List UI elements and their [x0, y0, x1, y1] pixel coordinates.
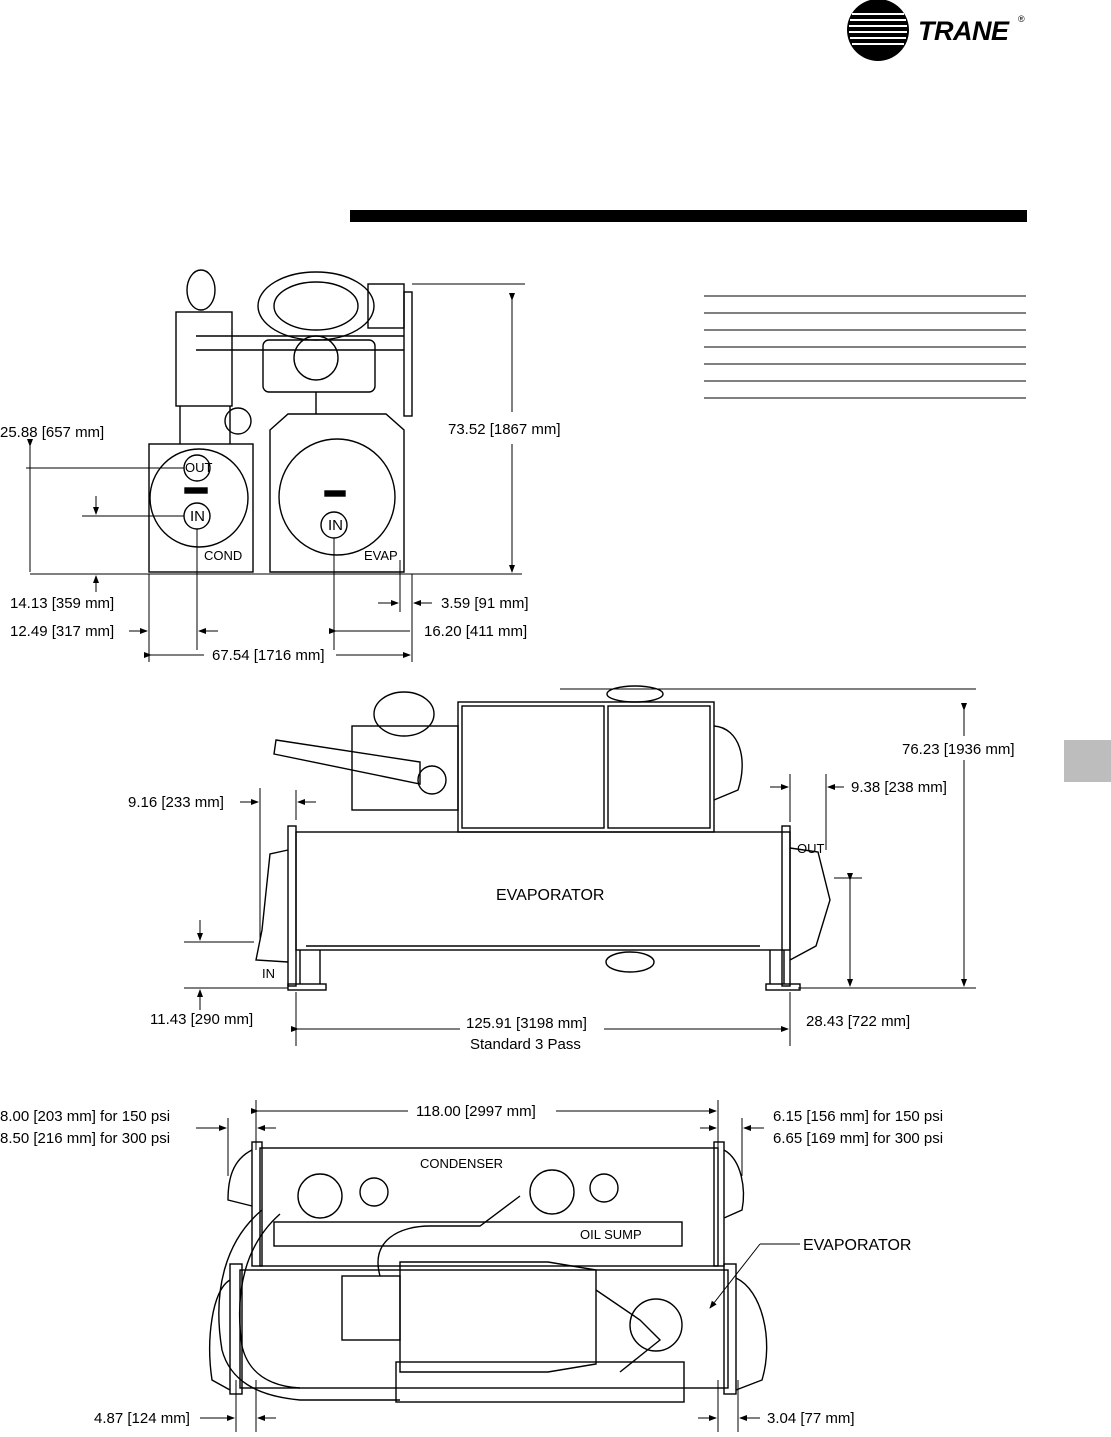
dim-top-right-150: 6.15 [156 mm] for 150 psi: [773, 1108, 943, 1125]
dim-side-right-offset: 9.38 [238 mm]: [851, 779, 947, 796]
label-cond-in: IN: [190, 508, 205, 525]
section-rule: [350, 210, 1027, 222]
dim-side-length: 125.91 [3198 mm]: [466, 1015, 587, 1032]
label-side-evaporator: EVAPORATOR: [496, 887, 604, 904]
dim-top-length: 118.00 [2997 mm]: [416, 1103, 536, 1120]
dim-cond-out-height: 25.88 [657 mm]: [0, 424, 104, 441]
dim-side-out-height: 28.43 [722 mm]: [806, 1013, 910, 1030]
dim-side-length-note: Standard 3 Pass: [470, 1036, 581, 1053]
dim-left-nozzle: 12.49 [317 mm]: [10, 623, 114, 640]
dim-top-right-300: 6.65 [169 mm] for 300 psi: [773, 1130, 943, 1147]
dim-side-height: 76.23 [1936 mm]: [902, 741, 1015, 758]
top-view: 118.00 [2997 mm] 8.00 [203 mm] for 150 p…: [0, 1100, 943, 1432]
label-top-evaporator: EVAPORATOR: [803, 1237, 911, 1254]
dim-top-left-150: 8.00 [203 mm] for 150 psi: [0, 1108, 170, 1125]
trane-logo-icon: [847, 0, 909, 61]
registered-mark: ®: [1018, 14, 1025, 24]
label-side-out: OUT: [797, 841, 825, 856]
dim-end-width: 67.54 [1716 mm]: [212, 647, 325, 664]
dim-side-left-offset: 9.16 [233 mm]: [128, 794, 224, 811]
evaporator-shell: [255, 825, 831, 991]
label-side-in: IN: [262, 966, 275, 981]
blank-table-lines: [704, 295, 1026, 399]
compressor-end: [196, 271, 413, 417]
compressor-side: [273, 685, 743, 833]
dim-top-bottom-left: 4.87 [124 mm]: [94, 1410, 190, 1427]
evaporator-end-box: [269, 413, 405, 573]
label-evap: EVAP: [364, 548, 398, 563]
dim-evap-nozzle: 16.20 [411 mm]: [424, 623, 527, 640]
dim-right-edge: 3.59 [91 mm]: [441, 595, 529, 612]
section-tab: [1064, 740, 1111, 782]
oil-sump: [273, 1221, 683, 1247]
side-view: 76.23 [1936 mm] 9.16 [233 mm] 9.38 [238 …: [128, 685, 1015, 1053]
dim-top-left-300: 8.50 [216 mm] for 300 psi: [0, 1130, 170, 1147]
condenser-shell-top: [227, 1141, 745, 1267]
trane-logo: TRANE ®: [847, 0, 1025, 61]
dim-end-height: 73.52 [1867 mm]: [448, 421, 561, 438]
end-view: 73.52 [1867 mm] 25.88 [657 mm] 14.13 [35…: [0, 269, 561, 664]
dim-cond-in-height: 14.13 [359 mm]: [10, 595, 114, 612]
label-cond: COND: [204, 548, 242, 563]
brand-name: TRANE: [918, 16, 1010, 46]
label-evap-in: IN: [328, 517, 343, 534]
dim-top-bottom-right: 3.04 [77 mm]: [767, 1410, 855, 1427]
dim-side-in-height: 11.43 [290 mm]: [150, 1011, 253, 1028]
label-cond-out: OUT: [185, 460, 213, 475]
evaporator-shell-top: [209, 1195, 768, 1403]
label-top-oil-sump: OIL SUMP: [580, 1227, 642, 1242]
label-top-condenser: CONDENSER: [420, 1156, 503, 1171]
